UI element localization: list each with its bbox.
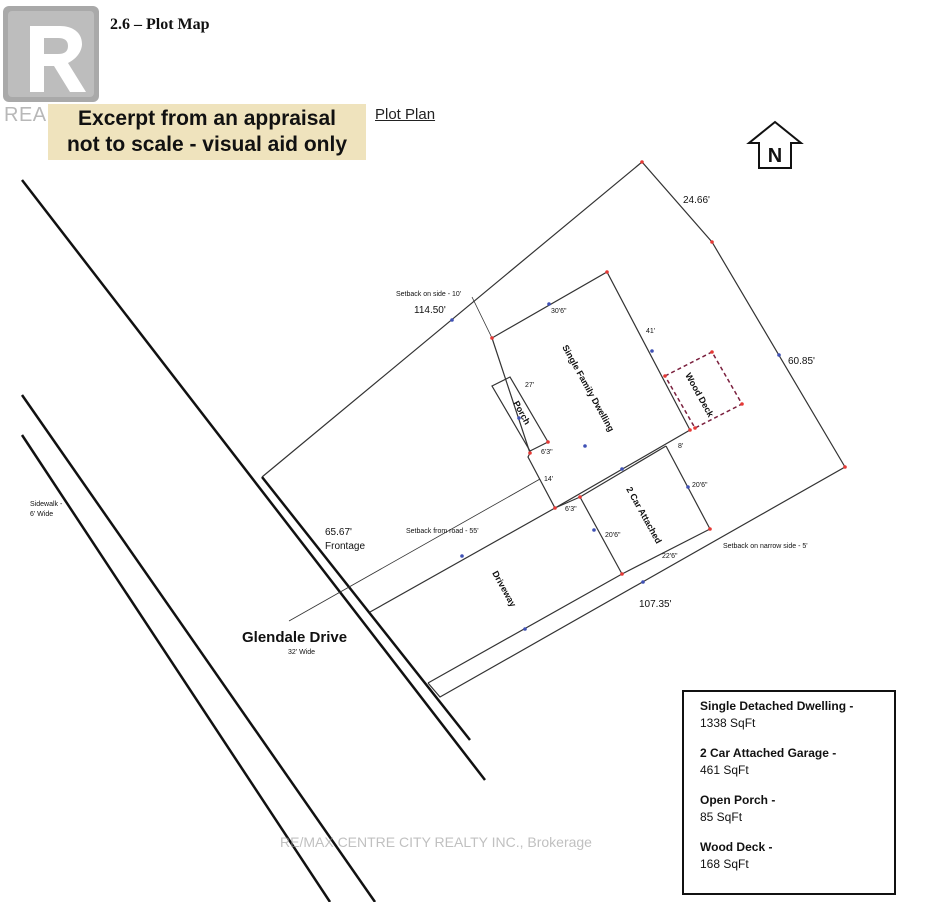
garage-front (579, 445, 667, 498)
legend-item-value: 85 SqFt (700, 810, 743, 824)
porch-width-label: 6'3" (541, 449, 553, 456)
driveway-lines (369, 445, 711, 684)
top-side-label: 24.66' (683, 195, 710, 206)
corner-markers (490, 160, 847, 576)
realtor-logo-icon (3, 6, 99, 102)
setback-leaders (288, 296, 541, 622)
legend-item: Open Porch - 85 SqFt (700, 792, 894, 826)
plot-plan-title: Plot Plan (375, 106, 436, 123)
road-edge-line (21, 179, 486, 781)
dimension-labels: 24.66' 114.50' 60.85' 107.35' 65.67' Fro… (30, 195, 815, 656)
garage-side-left-label: 20'6" (605, 532, 621, 539)
excerpt-line-2: not to scale - visual aid only (66, 133, 348, 156)
road-lines (20, 179, 486, 902)
setback-side-label: Setback on side - 10' (396, 291, 461, 298)
garage-name-label: 2 Car Attached (624, 485, 663, 545)
left-side-label: 114.50' (414, 305, 446, 316)
section-title: 2.6 – Plot Map (110, 16, 210, 33)
legend-item-value: 1338 SqFt (700, 716, 756, 730)
legend-item: Wood Deck - 168 SqFt (700, 839, 894, 873)
north-arrow-icon: N (746, 120, 804, 169)
legend-item-label: Single Detached Dwelling - (700, 699, 854, 713)
setback-narrow-label: Setback on narrow side - 5' (723, 543, 808, 550)
porch-length-label: 27' (525, 382, 534, 389)
excerpt-note: Excerpt from an appraisal not to scale -… (48, 104, 366, 160)
sidewalk-edge-line (261, 476, 471, 741)
house-name-label: Single Family Dwelling (560, 343, 616, 433)
legend-item: Single Detached Dwelling - 1338 SqFt (700, 698, 894, 732)
sidewalk-label-line2: 6' Wide (30, 511, 53, 518)
road-edge-line (20, 434, 332, 902)
excerpt-line-1: Excerpt from an appraisal (78, 107, 336, 130)
legend-item-label: 2 Car Attached Garage - (700, 746, 837, 760)
area-legend: Single Detached Dwelling - 1338 SqFt 2 C… (682, 690, 896, 895)
garage-side-right-label: 20'6" (692, 482, 708, 489)
street-name-label: Glendale Drive (242, 629, 347, 646)
deck-name-label: Wood Deck (683, 371, 716, 419)
sidewalk-label-line1: Sidewalk - (30, 501, 63, 508)
right-side-label: 60.85' (788, 356, 815, 367)
bottom-side-label: 107.35' (639, 599, 672, 610)
road-edge-line (20, 394, 377, 902)
frontage-word-label: Frontage (325, 541, 365, 552)
north-letter: N (768, 145, 782, 167)
street-width-label: 32' Wide (288, 649, 315, 656)
frontage-value-label: 65.67' (325, 527, 352, 538)
garage-width-label: 22'6" (662, 553, 678, 560)
brokerage-watermark: RE/MAX CENTRE CITY REALTY INC., Brokerag… (280, 834, 592, 850)
lot-boundary (261, 161, 846, 698)
setback-road-label: Setback from road - 55' (406, 528, 479, 535)
house-width-label: 30'6" (551, 308, 567, 315)
porch-name-label: Porch (511, 399, 532, 426)
house-offset-label: 14' (544, 476, 553, 483)
back-offset-label: 8' (678, 443, 683, 450)
legend-item-value: 168 SqFt (700, 857, 749, 871)
legend-item-value: 461 SqFt (700, 763, 749, 777)
mid-markers (450, 302, 781, 631)
driveway-label: Driveway (490, 569, 518, 608)
legend-item-label: Wood Deck - (700, 840, 773, 854)
garage-back (621, 528, 711, 575)
house-depth-label: 41' (646, 328, 655, 335)
garage-side-left (579, 496, 623, 575)
legend-item-label: Open Porch - (700, 793, 776, 807)
front-offset-label: 6'3" (565, 506, 577, 513)
legend-item: 2 Car Attached Garage - 461 SqFt (700, 745, 894, 779)
